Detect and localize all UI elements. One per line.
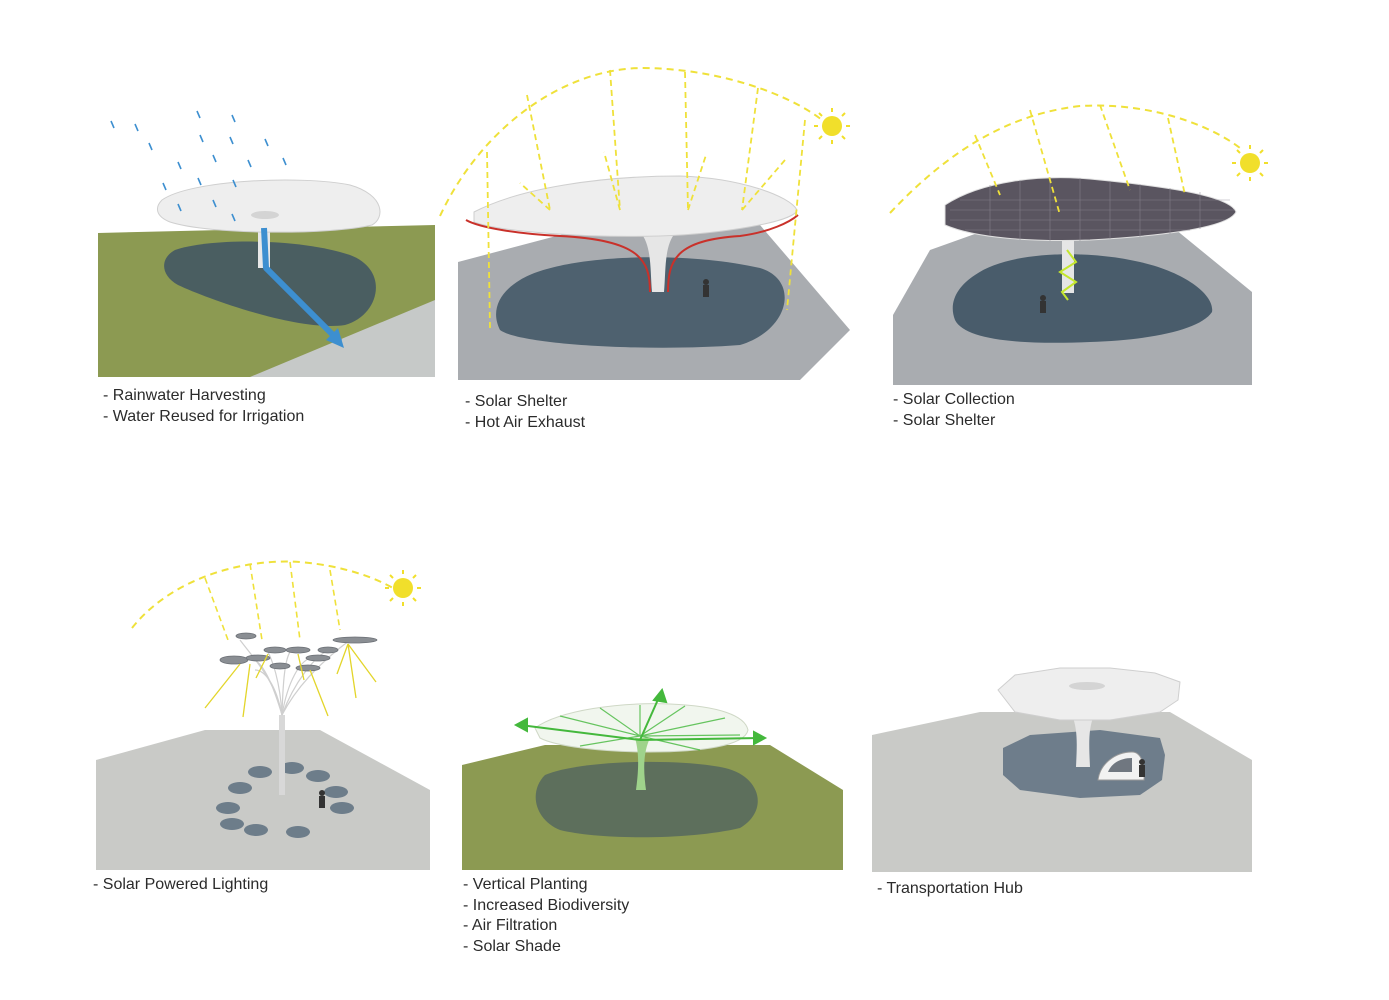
canopy (157, 179, 381, 233)
caption-line: - Solar Shelter (893, 411, 996, 429)
person-figure (1040, 295, 1046, 313)
caption-line: - Solar Shade (463, 937, 561, 955)
water-surface (250, 300, 435, 377)
caption-vertical-planting: - Vertical Planting - Increased Biodiver… (463, 875, 629, 957)
person-figure (703, 279, 709, 297)
column (640, 232, 676, 292)
sun-icon (1232, 145, 1268, 181)
caption-solar-shelter: - Solar Shelter - Hot Air Exhaust (465, 392, 585, 433)
panel-transportation-hub: - Transportation Hub (0, 540, 1389, 980)
caption-line: - Increased Biodiversity (463, 896, 630, 914)
concrete-ground (96, 730, 430, 870)
person-figure (1139, 759, 1145, 777)
pod-window (1108, 758, 1132, 772)
caption-line: - Rainwater Harvesting (103, 387, 266, 404)
solar-collection-illustration (889, 104, 1268, 385)
panel-solar-lighting: - Solar Powered Lighting (0, 540, 460, 900)
sun-icon (385, 570, 421, 606)
canopy-shadow (496, 257, 785, 348)
caption-line: - Water Reused for Irrigation (103, 407, 305, 425)
panel-rainwater: - Rainwater Harvesting - Water Reused fo… (0, 0, 460, 440)
caption-line: - Air Filtration (463, 917, 558, 934)
planting-veins (559, 705, 741, 751)
panel-solar-shelter: - Solar Shelter - Hot Air Exhaust (0, 0, 880, 440)
water-flow-arrow (261, 227, 343, 345)
caption-solar-collection: - Solar Collection - Solar Shelter (893, 390, 1015, 431)
sun-rays (974, 104, 1186, 216)
sun-path-arc (439, 66, 823, 217)
hot-air-flow-right (667, 214, 799, 293)
canopy (997, 667, 1181, 721)
caption-line: - Vertical Planting (463, 876, 588, 893)
person-figure (319, 790, 325, 808)
canopy-funnel (251, 211, 279, 219)
caption-line: - Solar Collection (893, 391, 1015, 408)
solar-cell-grid (950, 177, 1235, 241)
canopy-shadow (535, 761, 758, 838)
canopy-shadow (952, 254, 1213, 343)
planted-column (635, 738, 650, 790)
solar-petals (219, 632, 378, 672)
sun-icon (814, 108, 850, 144)
caption-rainwater: - Rainwater Harvesting - Water Reused fo… (103, 386, 304, 427)
caption-line: - Transportation Hub (877, 880, 1023, 897)
caption-transportation-hub: - Transportation Hub (877, 879, 1023, 900)
rainwater-illustration (98, 110, 435, 377)
caption-line: - Hot Air Exhaust (465, 413, 586, 431)
panel-solar-collection: - Solar Collection - Solar Shelter (0, 0, 1389, 440)
sun-rays (204, 561, 341, 641)
solar-shelter-illustration (439, 66, 850, 380)
column (279, 715, 285, 795)
solar-panel-canopy (944, 177, 1237, 241)
sun-path-arc (889, 104, 1241, 214)
sun-path-arc (131, 560, 394, 629)
water-flow-arrowhead (326, 328, 344, 348)
growth-arrows (513, 687, 768, 746)
light-rays (204, 643, 377, 718)
petal-shadows (216, 762, 354, 838)
panel-vertical-planting: - Vertical Planting - Increased Biodiver… (0, 540, 880, 980)
transportation-hub-illustration (872, 667, 1252, 872)
column (1072, 715, 1094, 767)
caption-line: - Solar Powered Lighting (93, 876, 269, 893)
canopy-shadow (164, 241, 376, 326)
energy-flow-zigzag (1058, 249, 1078, 301)
caption-solar-lighting: - Solar Powered Lighting (93, 875, 268, 896)
rain-drops (110, 110, 287, 222)
caption-line: - Solar Shelter (465, 393, 568, 410)
canopy-oculus (1069, 682, 1105, 690)
vertical-planting-illustration (462, 687, 843, 870)
sun-rays (486, 69, 806, 329)
solar-lighting-illustration (96, 560, 430, 870)
